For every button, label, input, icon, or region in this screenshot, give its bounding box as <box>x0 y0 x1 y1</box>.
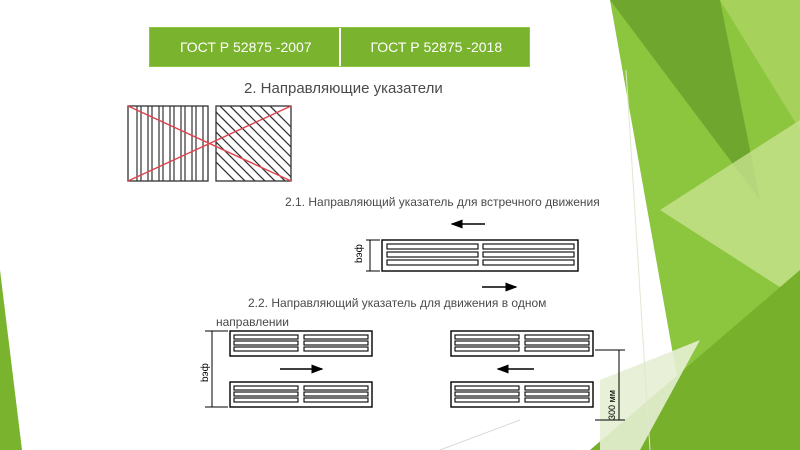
subsection-2-2-title-line1: 2.2. Направляющий указатель для движения… <box>248 296 547 310</box>
red-strike-lines <box>127 105 292 182</box>
gost-comparison-table: ГОСТ Р 52875 -2007 ГОСТ Р 52875 -2018 <box>149 27 530 67</box>
subsection-2-1-title: 2.1. Направляющий указатель для встречно… <box>285 195 600 209</box>
left-accent-triangle <box>0 270 22 450</box>
right-pale-facet <box>660 120 800 300</box>
table-header-gost-2018: ГОСТ Р 52875 -2018 <box>338 28 529 66</box>
right-dark-facet <box>610 0 760 200</box>
thin-diagonal-line <box>625 69 651 450</box>
table-header-gost-2007: ГОСТ Р 52875 -2007 <box>150 28 339 66</box>
section-heading: 2. Направляющие указатели <box>244 80 443 97</box>
marking-oncoming-traffic: bэф <box>353 219 579 292</box>
dimension-label-spacing: 300 мм <box>607 390 617 420</box>
right-light-facet <box>720 0 800 130</box>
right-white-facet <box>600 340 700 450</box>
dimension-label-width-2: bэф <box>199 363 211 382</box>
obsolete-marking-vertical <box>127 105 209 182</box>
obsolete-marking-diagonal <box>215 105 292 182</box>
subsection-2-2-title-line2: направлении <box>216 315 289 329</box>
thin-bottom-line <box>439 419 521 450</box>
dimension-label-width-1: bэф <box>353 244 365 263</box>
marking-one-direction-right: 300 мм <box>450 330 625 421</box>
marking-one-direction-left: bэф <box>199 330 373 408</box>
